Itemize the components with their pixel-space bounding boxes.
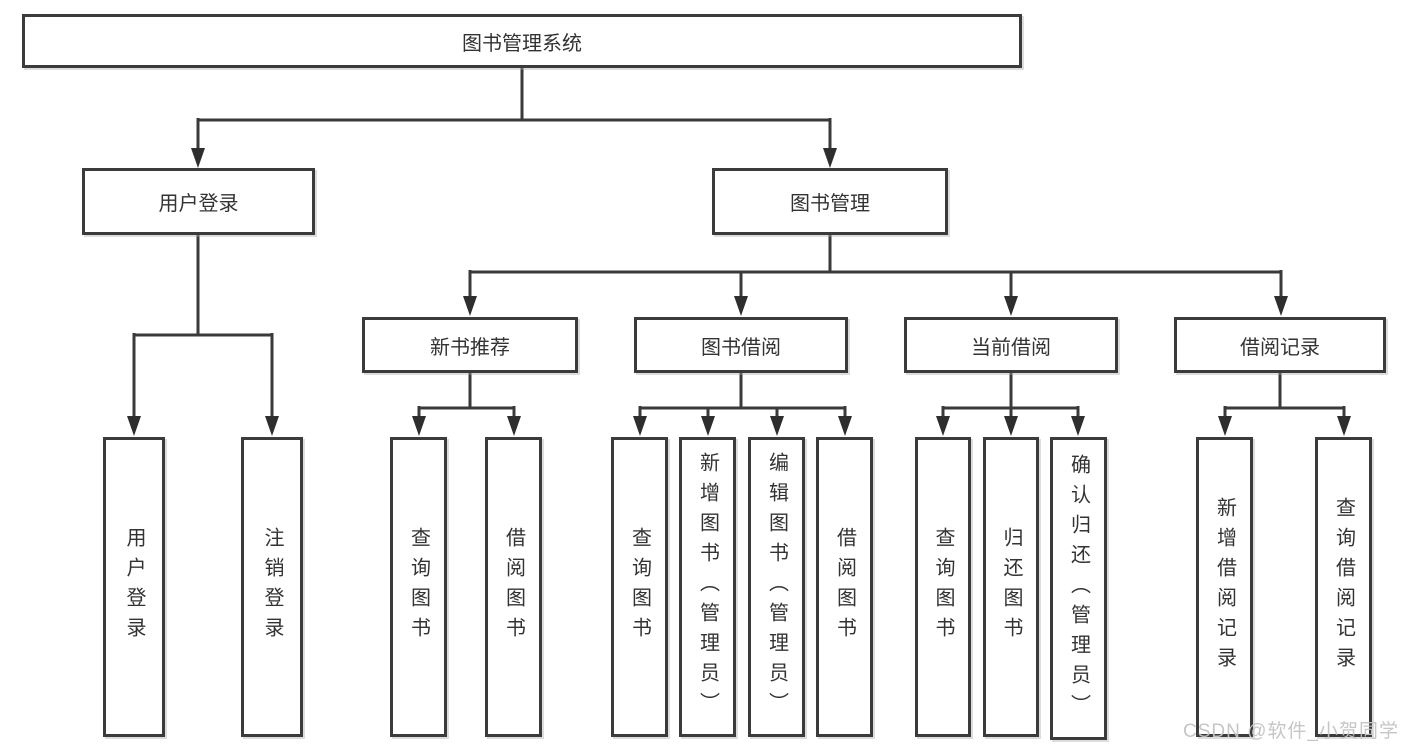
leaf-user-login: 用户登录 — [103, 437, 165, 737]
node-label: 归还图书 — [1000, 527, 1022, 647]
leaf-logout: 注销登录 — [241, 437, 303, 737]
node-label: 新增借阅记录 — [1213, 497, 1236, 677]
leaf-return-books: 归还图书 — [983, 437, 1039, 737]
node-label: 查询借阅记录 — [1332, 497, 1355, 677]
node-book-management-branch: 图书管理 — [712, 168, 948, 235]
leaf-query-borrow-record: 查询借阅记录 — [1315, 437, 1372, 737]
leaf-borrowing-query-books: 查询图书 — [611, 437, 668, 737]
leaf-confirm-return-admin: 确认归还（管理员） — [1050, 437, 1107, 740]
node-label: 编辑图书（管理员） — [765, 452, 788, 722]
node-new-book-recommendation: 新书推荐 — [362, 317, 578, 373]
arrowheads — [127, 148, 1351, 436]
node-user-login-branch: 用户登录 — [82, 168, 315, 235]
node-current-borrowing: 当前借阅 — [904, 317, 1118, 373]
node-label: 查询图书 — [407, 527, 430, 647]
node-label: 图书管理 — [790, 193, 870, 215]
node-label: 确认归还（管理员） — [1067, 453, 1090, 724]
node-label: 查询图书 — [932, 527, 954, 647]
node-book-borrowing: 图书借阅 — [634, 317, 848, 373]
node-label: 新书推荐 — [430, 336, 510, 359]
leaf-current-query-books: 查询图书 — [915, 437, 971, 737]
node-label: 注销登录 — [261, 527, 283, 647]
node-label: 用户登录 — [158, 193, 239, 215]
leaf-edit-books-admin: 编辑图书（管理员） — [748, 437, 805, 737]
leaf-recommend-query-books: 查询图书 — [390, 437, 447, 737]
node-root-system: 图书管理系统 — [22, 14, 1022, 68]
node-label: 借阅记录 — [1240, 336, 1320, 359]
node-borrowing-records: 借阅记录 — [1174, 317, 1386, 373]
node-label: 新增图书（管理员） — [696, 452, 719, 722]
node-label: 图书借阅 — [701, 336, 781, 359]
node-label: 图书管理系统 — [462, 32, 582, 55]
leaf-add-books-admin: 新增图书（管理员） — [679, 437, 736, 737]
leaf-add-borrow-record: 新增借阅记录 — [1196, 437, 1253, 737]
leaf-recommend-borrow-books: 借阅图书 — [485, 437, 542, 737]
leaf-borrowing-borrow-books: 借阅图书 — [816, 437, 873, 737]
node-label: 当前借阅 — [971, 336, 1051, 359]
node-label: 查询图书 — [628, 527, 651, 647]
node-label: 借阅图书 — [502, 527, 525, 647]
node-label: 借阅图书 — [833, 527, 856, 647]
csdn-watermark: CSDN @软件_小贺同学 — [1183, 721, 1399, 742]
node-label: 用户登录 — [123, 527, 145, 647]
